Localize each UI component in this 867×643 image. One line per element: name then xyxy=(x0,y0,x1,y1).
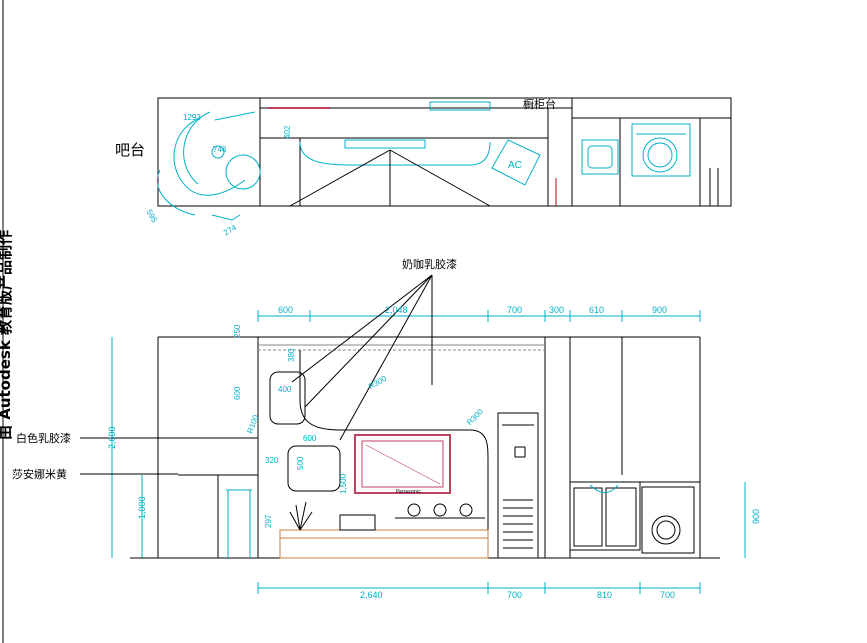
niche-dim-8: 297 xyxy=(264,514,273,528)
floor-plan xyxy=(157,97,732,221)
niche-dim-6: 320 xyxy=(265,456,279,465)
right-dim: 900 xyxy=(751,509,761,524)
niche-dim-1: 380 xyxy=(287,348,296,362)
top-dim-4: 300 xyxy=(549,305,564,315)
callout-white: 白色乳胶漆 xyxy=(16,431,71,445)
left-dim-1: 250 xyxy=(233,324,242,338)
bottom-dim-2: 700 xyxy=(507,590,522,600)
left-dim-2: 2,600 xyxy=(107,426,117,449)
tv-brand: Panasonic xyxy=(396,489,421,495)
top-dim-5: 610 xyxy=(589,305,604,315)
bottom-dim-1: 2,640 xyxy=(360,590,383,600)
callout-cream: 奶咖乳胶漆 xyxy=(402,257,457,271)
ac-label: AC xyxy=(508,160,522,171)
plan-dim-2: 746 xyxy=(213,145,227,154)
top-dim-6: 900 xyxy=(652,305,667,315)
left-dim-3: 1,000 xyxy=(137,496,147,519)
watermark: 由 Autodesk 教育版产品制作 xyxy=(0,230,14,440)
plan-dim-1: 1293 xyxy=(183,113,201,122)
niche-dim-7: 500 xyxy=(296,456,305,470)
callout-beige: 莎安娜米黄 xyxy=(12,467,67,481)
top-dim-2: 2,048 xyxy=(385,305,408,315)
niche-dim-5: 600 xyxy=(303,434,317,443)
radius-dim-1: R300 xyxy=(367,374,389,392)
plan-dim-4: 595 xyxy=(145,208,160,225)
elevation xyxy=(80,274,746,594)
niche-dim-9: 1,500 xyxy=(339,473,348,494)
bottom-dim-3: 810 xyxy=(597,590,612,600)
radius-dim-2: R300 xyxy=(465,407,485,427)
plan-dim-5: 274 xyxy=(222,223,239,238)
niche-dim-3: 600 xyxy=(233,386,242,400)
top-dim-1: 600 xyxy=(278,305,293,315)
bottom-dim-4: 700 xyxy=(660,590,675,600)
plan-dim-3: 402 xyxy=(283,125,292,139)
top-dim-3: 700 xyxy=(507,305,522,315)
bar-label: 吧台 xyxy=(115,141,145,159)
plan-outline xyxy=(157,97,732,207)
niche-dim-2: 400 xyxy=(278,385,292,394)
counter-label: 橱柜台 xyxy=(523,97,556,111)
